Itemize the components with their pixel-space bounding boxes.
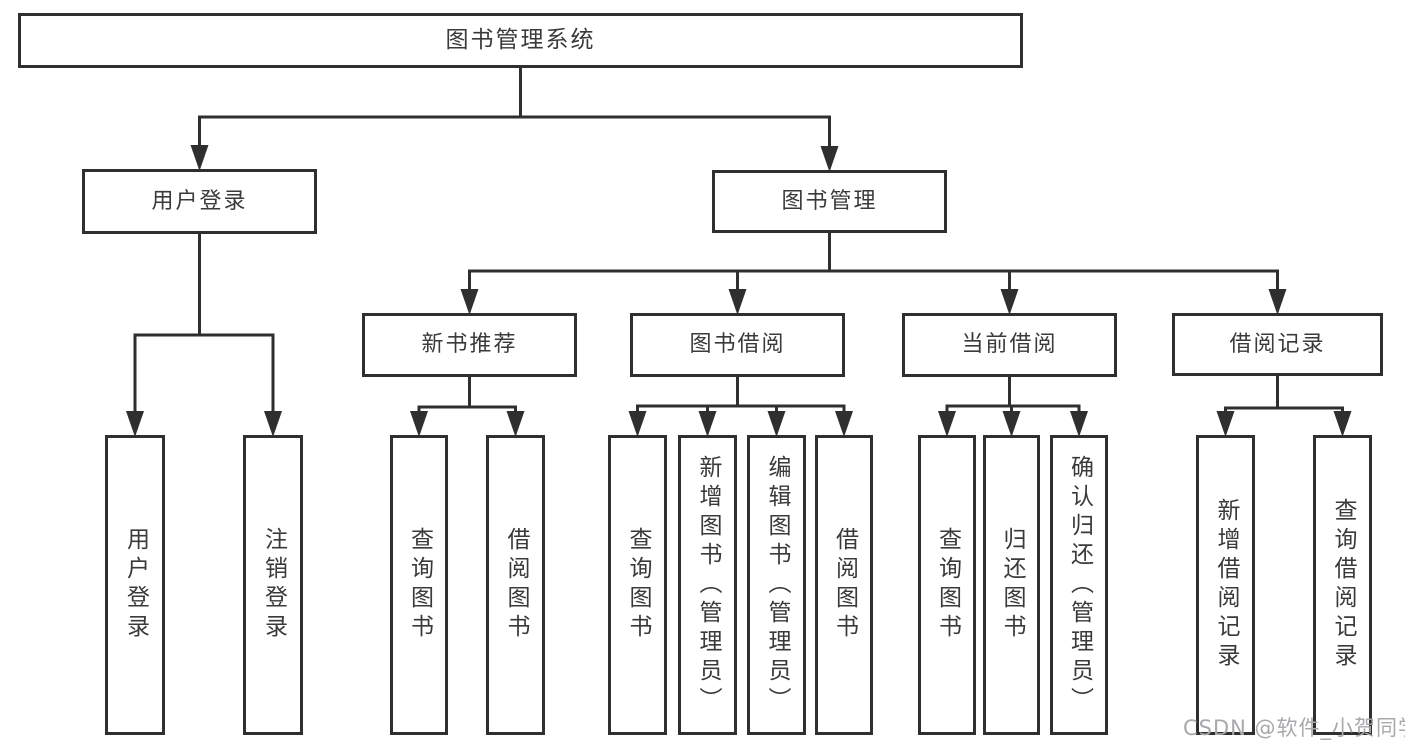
node-leaf-cb-query: 查询图书	[918, 435, 976, 735]
node-leaf-cb-confirm: 确认归还（管理员）	[1050, 435, 1108, 735]
node-leaf-user-login: 用户登录	[105, 435, 165, 735]
node-new-book-rec: 新书推荐	[362, 313, 577, 377]
node-leaf-logout: 注销登录	[243, 435, 303, 735]
node-leaf-cb-return: 归还图书	[983, 435, 1040, 735]
node-leaf-br-add: 新增借阅记录	[1196, 435, 1255, 735]
node-root: 图书管理系统	[18, 13, 1023, 68]
watermark-text: CSDN @软件_小贺同学	[1183, 716, 1405, 740]
node-book-mgmt: 图书管理	[712, 170, 947, 233]
node-user-login: 用户登录	[82, 169, 317, 234]
node-current-borrow: 当前借阅	[902, 313, 1117, 377]
node-leaf-br-query: 查询借阅记录	[1313, 435, 1372, 735]
node-leaf-bb-query: 查询图书	[608, 435, 667, 735]
node-leaf-nbr-borrow: 借阅图书	[486, 435, 545, 735]
node-book-borrow: 图书借阅	[630, 313, 845, 377]
node-borrow-records: 借阅记录	[1172, 313, 1383, 376]
node-leaf-nbr-query: 查询图书	[390, 435, 448, 735]
node-leaf-bb-edit: 编辑图书（管理员）	[747, 435, 806, 735]
node-leaf-bb-add: 新增图书（管理员）	[678, 435, 737, 735]
node-leaf-bb-borrow: 借阅图书	[815, 435, 873, 735]
